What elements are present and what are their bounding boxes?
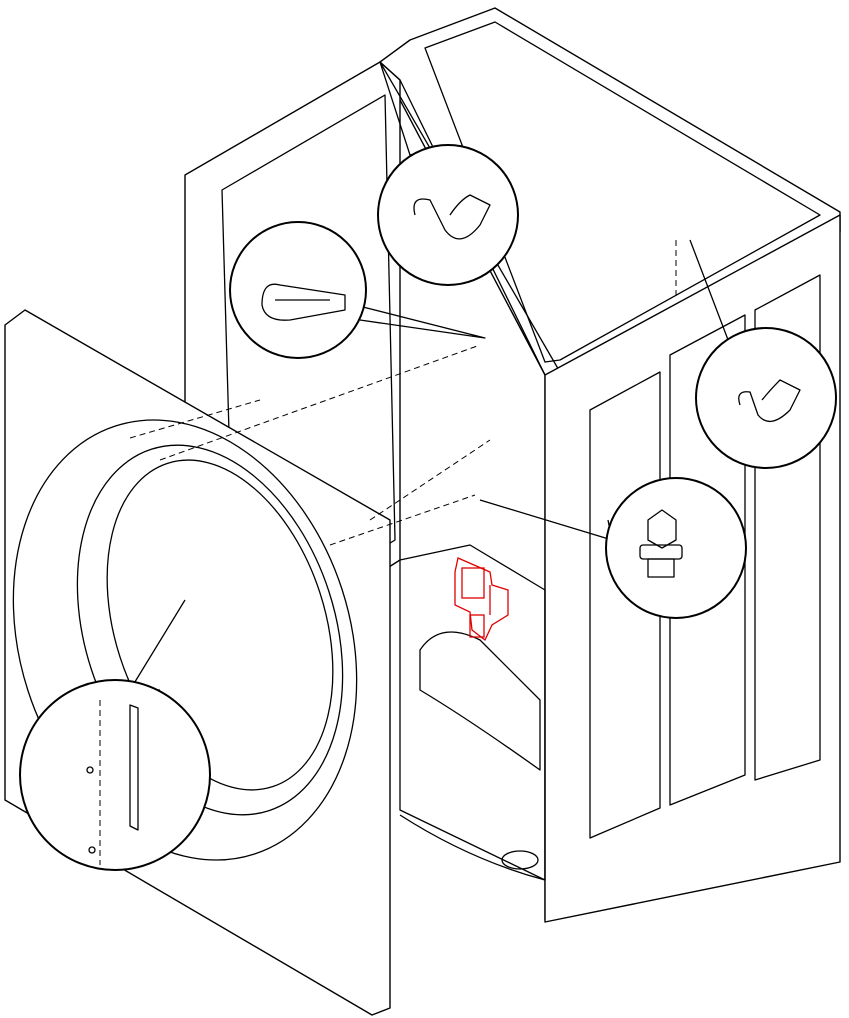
callout-hook-right: [695, 327, 837, 469]
assembly-lines: [129, 240, 677, 546]
callout-clip: [229, 221, 367, 359]
callout-hook-top: [377, 144, 519, 286]
cabinet-base: [399, 544, 546, 881]
callout-hinge-bracket: [19, 679, 211, 871]
callout-screw: [605, 477, 747, 619]
highlighted-door-lock-part[interactable]: [454, 557, 509, 642]
